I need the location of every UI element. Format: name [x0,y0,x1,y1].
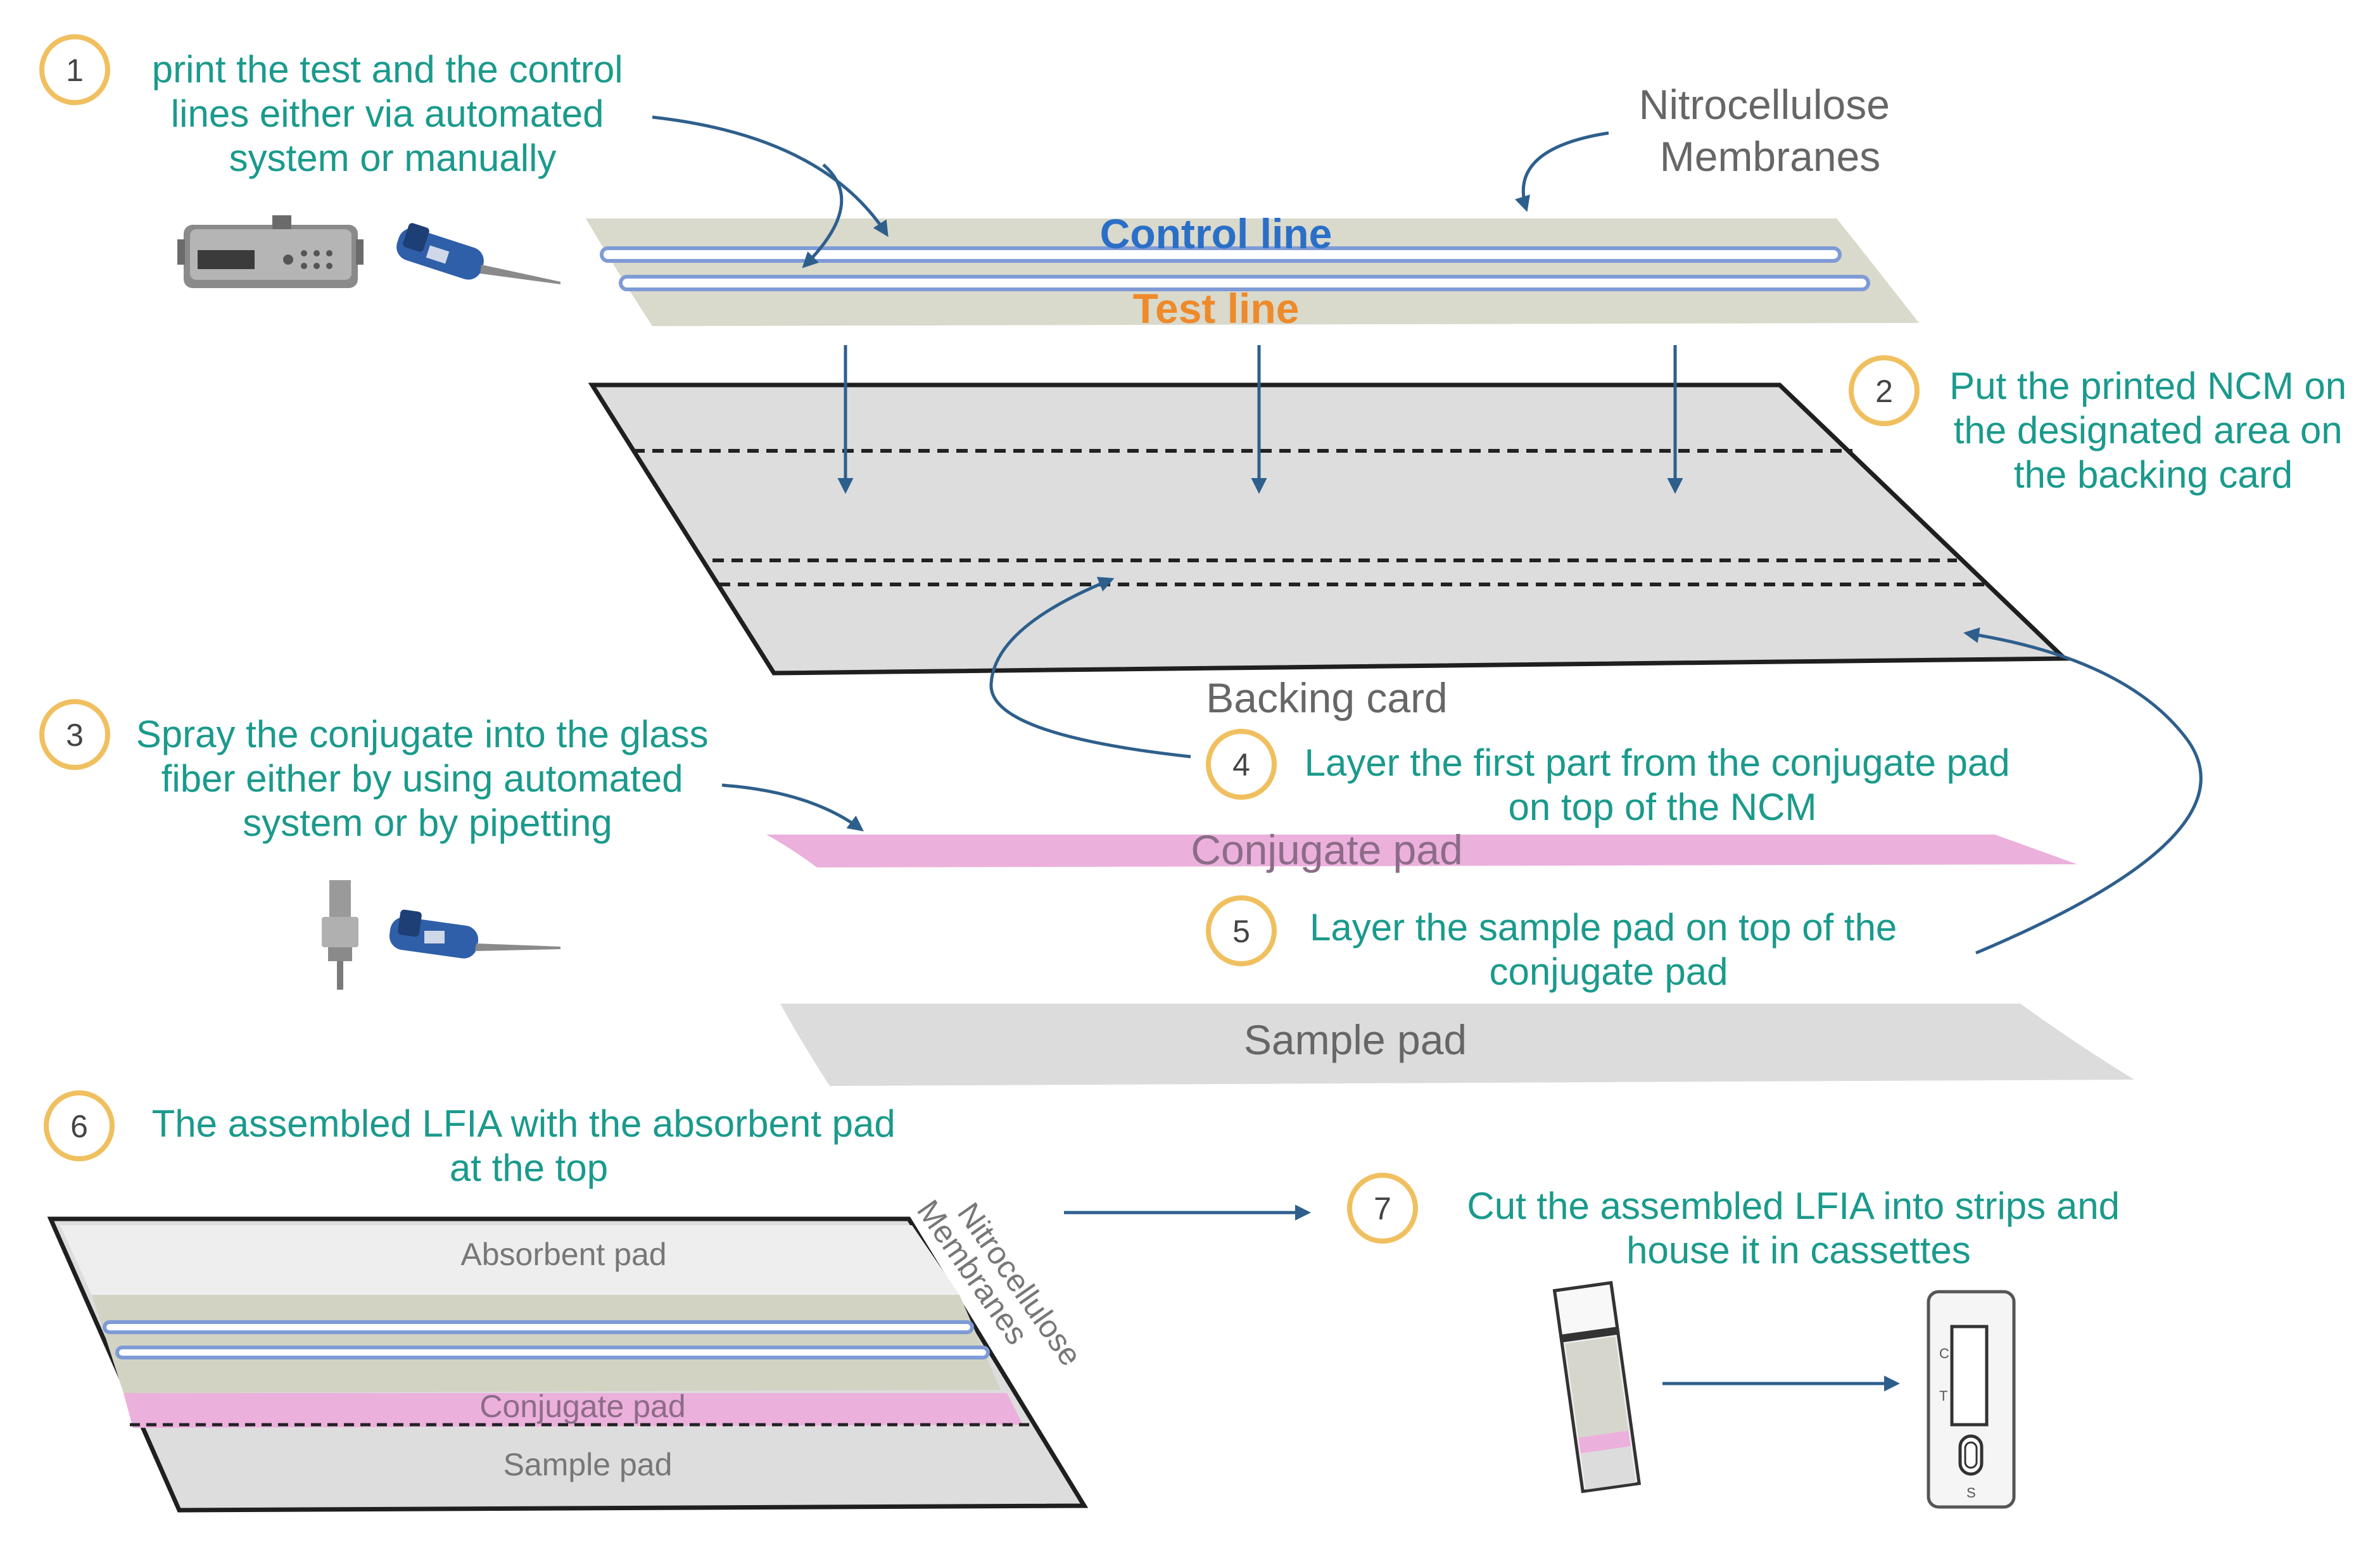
step-7-circle [1347,1173,1418,1244]
step-6-number: 6 [70,1109,88,1144]
sample-pad: Sample pad [780,1004,2134,1086]
control-line-label: Control line [1100,210,1332,257]
step-1: 1 print the test and the control lines e… [39,34,633,179]
conjugate-pad-label: Conjugate pad [1191,826,1462,873]
backing-card [588,382,2070,676]
step-3-number: 3 [66,717,84,753]
dispenser-machine-icon [177,215,364,288]
step-7: 7 Cut the assembled LFIA into strips and… [1347,1173,2130,1271]
step-6-text: The assembled LFIA with the absorbent pa… [152,1102,906,1189]
step-1-number: 1 [66,53,84,88]
cassette-c-label: C [1939,1346,1949,1361]
step-4: 4 Layer the first part from the conjugat… [1206,729,2021,828]
step-7-number: 7 [1374,1191,1391,1227]
step-5-arrow [1963,627,2203,955]
absorbent-pad-label: Absorbent pad [460,1237,666,1272]
step-4-text: Layer the first part from the conjugate … [1305,741,2021,828]
step-3-arrow [721,783,864,831]
step-4-arrow [989,576,1191,759]
step-7-text: Cut the assembled LFIA into strips and h… [1467,1185,2130,1271]
step-6-circle [44,1090,115,1161]
step-2-circle [1849,355,1920,426]
assembled-test-line [115,1346,990,1359]
nitrocellulose-membrane: Control line Test line [586,210,1919,332]
spray-nozzle-icon [322,880,358,990]
assembled-sample-pad-label: Sample pad [503,1447,673,1482]
step-5-number: 5 [1232,914,1250,949]
conjugate-pad: Conjugate pad [766,826,2077,873]
cassette-t-label: T [1939,1388,1947,1404]
step-2-text: Put the printed NCM on the designated ar… [1949,365,2357,496]
step-1-circle [39,34,110,105]
test-line [619,275,1870,291]
cassette-s-label: S [1966,1485,1976,1501]
step-4-circle [1206,729,1277,800]
cassette-icon: C T S [1927,1290,2016,1509]
ncm-label: Nitrocellulose Membranes [1639,81,1902,180]
step-4-number: 4 [1232,747,1250,783]
step-6: 6 The assembled LFIA with the absorbent … [44,1090,906,1189]
control-line [600,246,1842,263]
step-3-text: Spray the conjugate into the glass fiber… [136,713,719,844]
step-5-text: Layer the sample pad on top of the conju… [1310,906,1908,993]
step-1-arrows [652,115,1609,268]
pipette-icon [396,223,560,284]
test-strip-icon [1552,1281,1642,1494]
step-2: 2 Put the printed NCM on the designated … [1849,355,2357,496]
step-3-circle [39,699,110,770]
assembled-lfia: Absorbent pad Conjugate pad Sample pad N… [47,1194,1089,1513]
step-3: 3 Spray the conjugate into the glass fib… [39,699,719,844]
assembled-control-line [103,1320,974,1334]
pipette-icon-2 [389,909,560,959]
step-1-text: print the test and the control lines eit… [152,48,633,179]
step-2-arrows [837,345,1683,494]
step-5-circle [1206,895,1277,966]
backing-card-label: Backing card [1206,674,1448,721]
assembled-conjugate-pad-label: Conjugate pad [479,1389,685,1424]
step-5: 5 Layer the sample pad on top of the con… [1206,895,1908,993]
step-2-number: 2 [1875,374,1893,409]
sample-pad-label: Sample pad [1244,1016,1467,1063]
test-line-label: Test line [1133,285,1300,332]
